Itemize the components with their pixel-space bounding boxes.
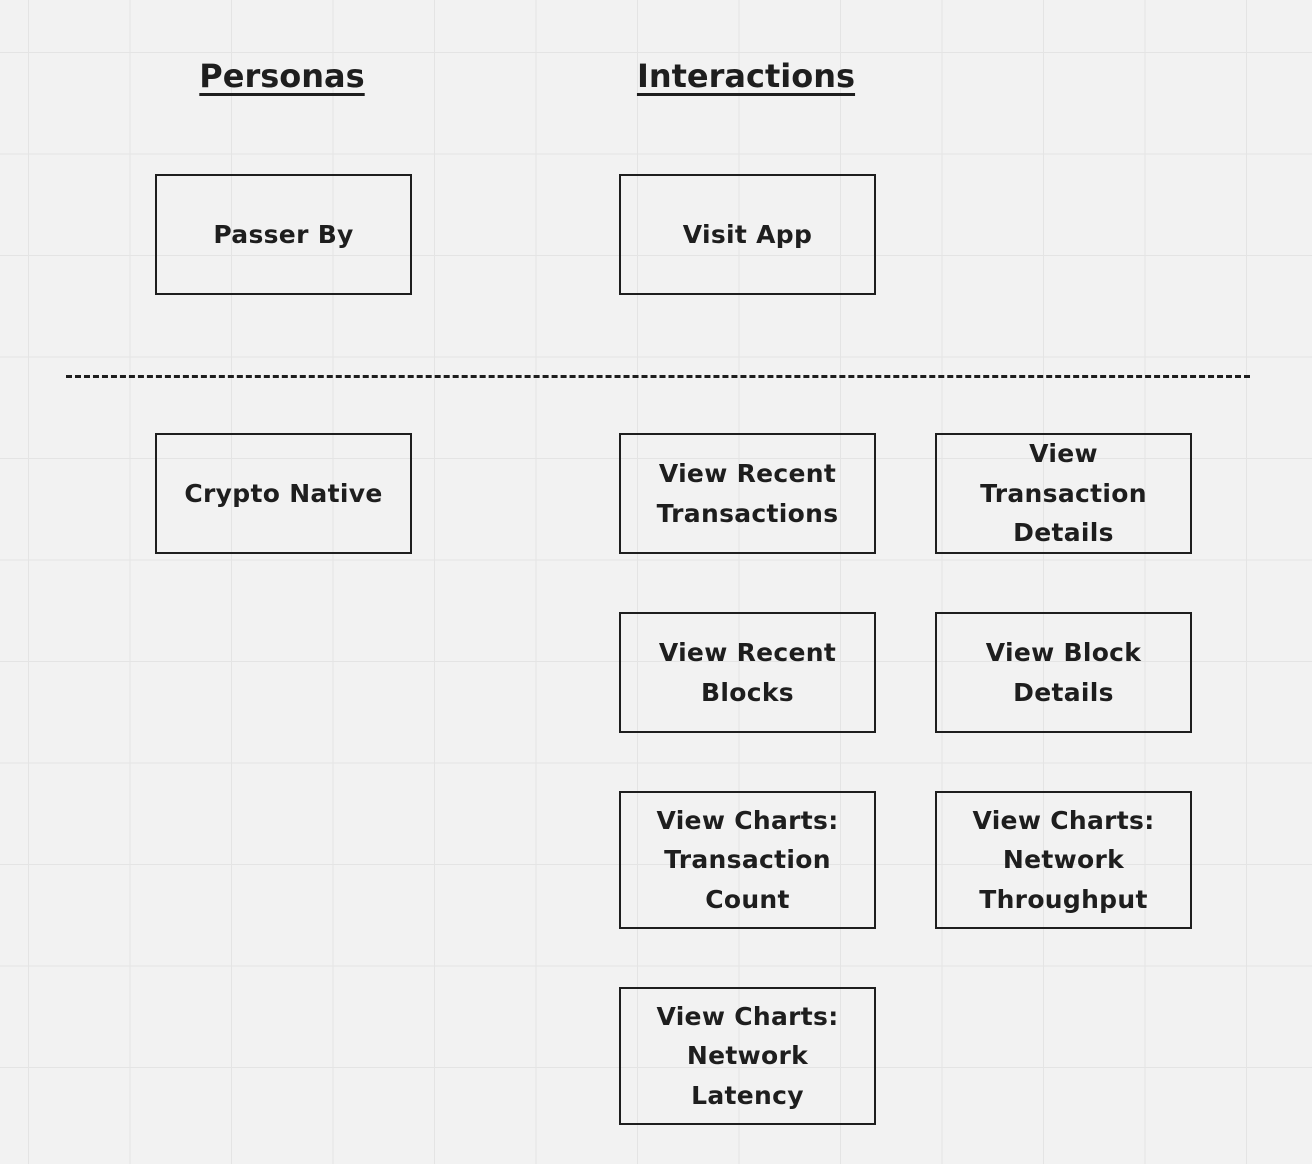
interaction-card-view-transaction-details[interactable]: View Transaction Details (935, 433, 1192, 554)
interaction-label: View Transaction Details (980, 439, 1147, 548)
interaction-label: Visit App (682, 219, 813, 249)
persona-label: Crypto Native (184, 478, 383, 508)
interaction-label: View Charts: Network Latency (656, 1001, 839, 1110)
interaction-card-view-block-details[interactable]: View Block Details (935, 612, 1192, 733)
interaction-label: View Charts: Transaction Count (656, 805, 839, 914)
interaction-card-view-charts-network-throughput[interactable]: View Charts: Network Throughput (935, 791, 1192, 929)
interaction-label: View Block Details (985, 638, 1142, 707)
section-divider (66, 375, 1250, 378)
interaction-card-view-recent-blocks[interactable]: View Recent Blocks (619, 612, 876, 733)
persona-card-crypto-native[interactable]: Crypto Native (155, 433, 412, 554)
interaction-label: View Charts: Network Throughput (972, 805, 1155, 914)
interaction-card-visit-app[interactable]: Visit App (619, 174, 876, 295)
interaction-card-view-charts-transaction-count[interactable]: View Charts: Transaction Count (619, 791, 876, 929)
interaction-label: View Recent Transactions (656, 459, 839, 528)
personas-heading: Personas (199, 57, 365, 95)
interaction-card-view-charts-network-latency[interactable]: View Charts: Network Latency (619, 987, 876, 1125)
interactions-heading: Interactions (636, 57, 856, 95)
interaction-card-view-recent-transactions[interactable]: View Recent Transactions (619, 433, 876, 554)
interaction-label: View Recent Blocks (658, 638, 837, 707)
persona-label: Passer By (213, 219, 354, 249)
persona-card-passer-by[interactable]: Passer By (155, 174, 412, 295)
